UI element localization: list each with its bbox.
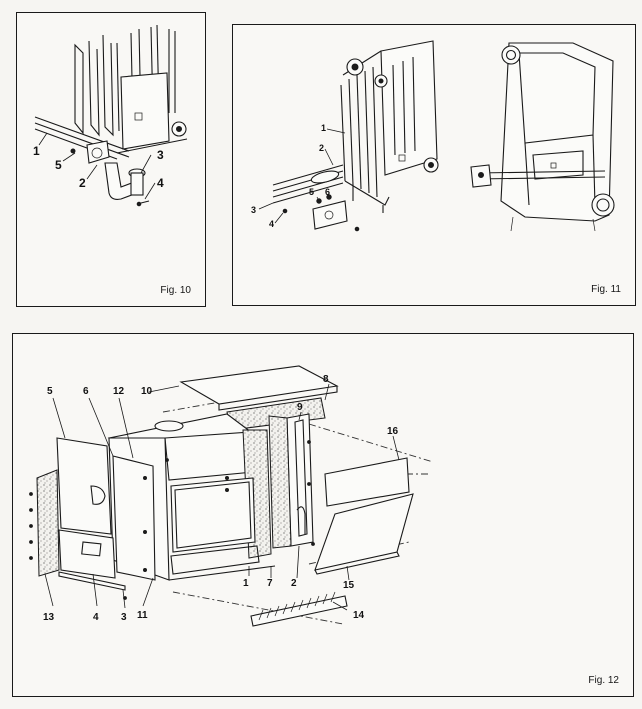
bottom-grille xyxy=(250,595,348,627)
boiler-frame xyxy=(470,42,615,232)
burner-tube xyxy=(272,164,344,204)
callout-1: 1 xyxy=(321,123,326,133)
figure-12-drawing: 1 2 3 4 5 6 7 8 9 10 11 12 13 14 15 16 xyxy=(29,365,434,627)
callout-13: 13 xyxy=(43,612,55,623)
callout-10: 10 xyxy=(141,386,153,397)
left-front-panel xyxy=(112,455,156,581)
base-rail xyxy=(58,571,126,591)
left-side-panel xyxy=(56,437,112,535)
callout-12: 12 xyxy=(113,386,125,397)
top-lid xyxy=(179,365,339,405)
screw xyxy=(282,208,288,214)
flue-collar xyxy=(154,420,184,432)
callout-16: 16 xyxy=(387,426,399,437)
callout-2: 2 xyxy=(291,578,297,589)
leader-lines xyxy=(44,383,400,611)
callout-1: 1 xyxy=(243,578,249,589)
nut xyxy=(70,148,76,154)
callout-3: 3 xyxy=(251,205,256,215)
figure-10-drawing: 1 2 3 4 5 xyxy=(33,24,188,207)
callout-6: 6 xyxy=(83,386,89,397)
figure-11-drawing: 1 2 3 4 5 6 xyxy=(251,40,615,232)
figure-12-panel: 1 2 3 4 5 6 7 8 9 10 11 12 13 14 15 16 F… xyxy=(12,333,634,697)
plate-window xyxy=(134,112,143,121)
flange-gasket xyxy=(91,147,103,159)
figure-11-panel: 1 2 3 4 5 6 Fig. 11 xyxy=(232,24,636,306)
callout-9: 9 xyxy=(297,402,303,413)
callout-7: 7 xyxy=(267,578,273,589)
callout-4: 4 xyxy=(269,219,274,229)
callout-2: 2 xyxy=(319,143,324,153)
grille-slots xyxy=(258,591,336,621)
callout-1: 1 xyxy=(33,144,40,158)
figure-10-label: Fig. 10 xyxy=(160,285,191,296)
boiler-assembly xyxy=(340,40,439,213)
callout-5: 5 xyxy=(47,386,53,397)
left-insulation xyxy=(36,469,60,577)
callout-3: 3 xyxy=(121,612,127,623)
callout-6: 6 xyxy=(325,187,330,197)
callout-8: 8 xyxy=(323,374,329,385)
callout-2: 2 xyxy=(79,176,86,190)
boiler-body-front-lower xyxy=(170,477,256,553)
flange xyxy=(86,140,110,164)
boiler-body-front-upper xyxy=(164,431,254,481)
callout-4: 4 xyxy=(93,612,99,623)
callout-4: 4 xyxy=(157,176,164,190)
front-plate xyxy=(120,72,170,150)
figure-10-panel: 1 2 3 4 5 Fig. 10 xyxy=(16,12,206,307)
callout-5: 5 xyxy=(55,158,62,172)
callout-11: 11 xyxy=(137,610,148,621)
right-side-panel xyxy=(286,413,314,547)
callout-14: 14 xyxy=(353,610,365,621)
fixing-screws xyxy=(29,440,315,600)
callout-15: 15 xyxy=(343,580,355,591)
figure-12-label: Fig. 12 xyxy=(588,675,619,686)
front-upper-door xyxy=(324,457,410,507)
burner-plate xyxy=(312,200,348,230)
callout-3: 3 xyxy=(157,148,164,162)
callout-5: 5 xyxy=(309,187,314,197)
right-insulation xyxy=(268,415,292,549)
figure-11-label: Fig. 11 xyxy=(591,284,621,295)
screw xyxy=(140,200,150,204)
